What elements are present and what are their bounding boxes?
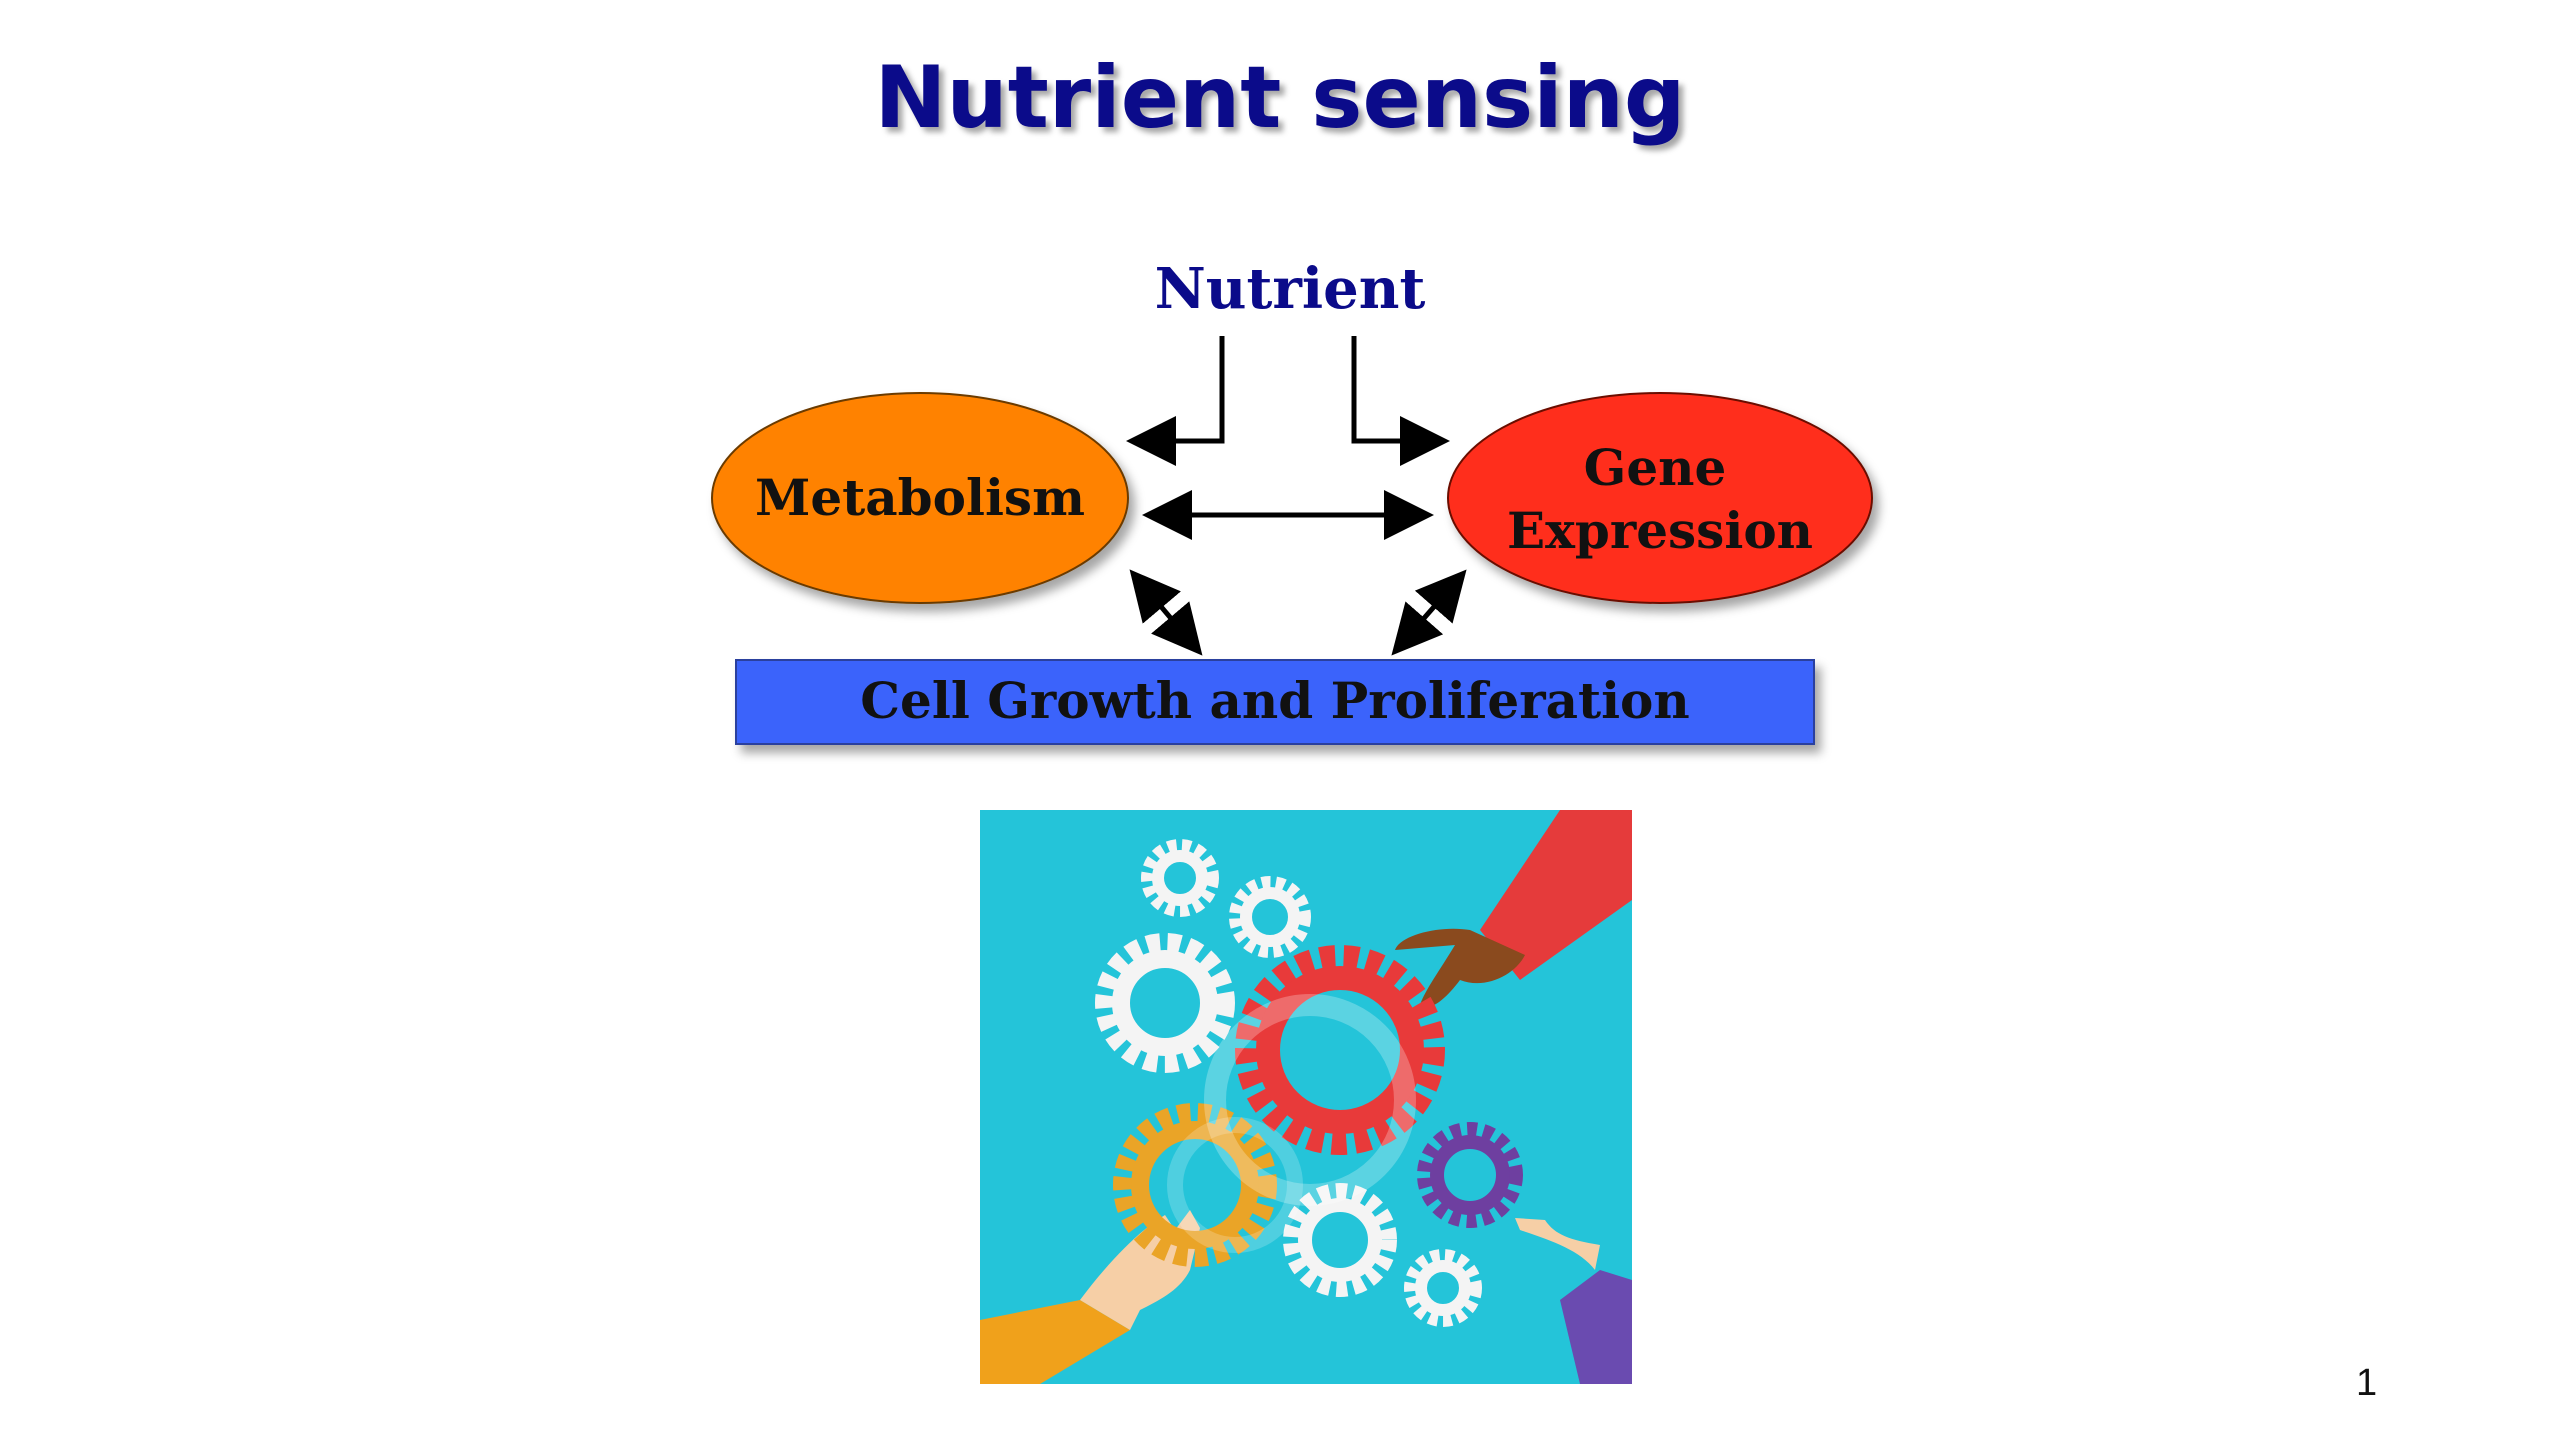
metabolism-cell-growth-arrow: [1129, 569, 1203, 656]
cell-growth-label: Cell Growth and Proliferation: [860, 671, 1690, 730]
gene-expression-label-line2: Expression: [1507, 501, 1813, 560]
nutrient-to-metabolism-arrow: [1126, 336, 1225, 466]
nutrient-to-gene-expression-arrow: [1351, 336, 1450, 466]
metabolism-ellipse: [711, 392, 1129, 604]
nutrient-label: Nutrient: [1155, 256, 1426, 322]
cell-growth-bar: [735, 659, 1815, 745]
gene-expression-cell-growth-arrow: [1391, 569, 1467, 656]
page-number: 1: [2356, 1362, 2378, 1404]
gene-expression-label-line1: Gene: [1584, 438, 1727, 497]
gears-with-hands-icon: [980, 810, 1632, 1384]
gene-expression-ellipse: [1447, 392, 1873, 604]
metabolism-label: Metabolism: [755, 468, 1085, 527]
slide-title: Nutrient sensing: [874, 48, 1686, 148]
